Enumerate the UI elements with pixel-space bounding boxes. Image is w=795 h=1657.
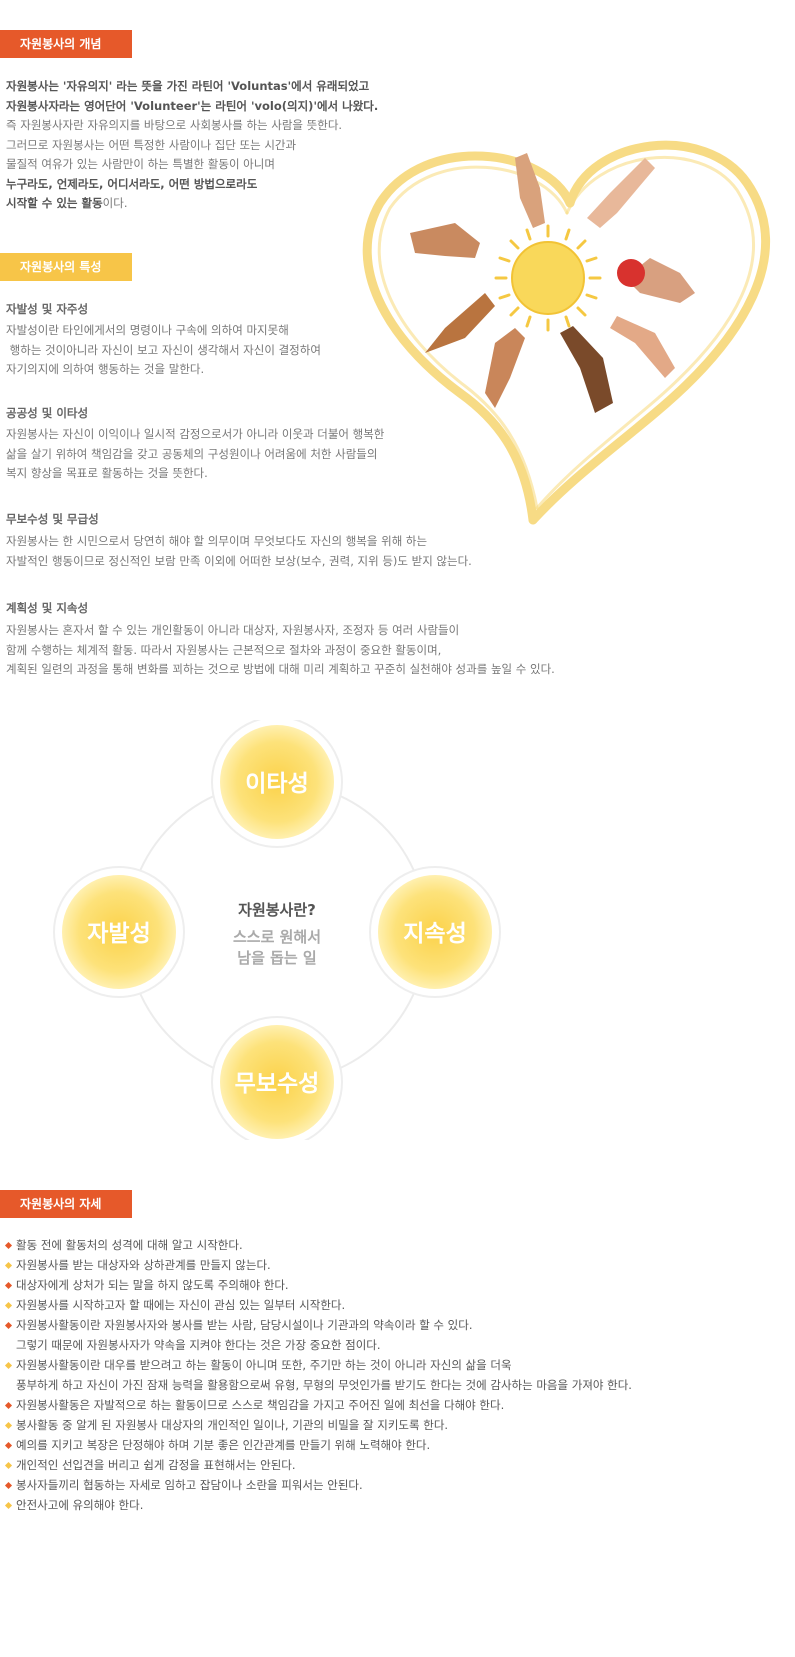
concept-line-1: 즉 자원봉사자란 자유의지를 바탕으로 사회봉사를 하는 사람을 뜻한다.	[6, 118, 343, 132]
bullet-diamond-icon	[4, 1481, 13, 1490]
list-item: 개인적인 선입견을 버리고 쉽게 감정을 표현해서는 안된다.	[4, 1455, 632, 1475]
list-item-text: 대상자에게 상처가 되는 말을 하지 않도록 주의해야 한다.	[16, 1278, 289, 1292]
concept-line-bold-2: 자원봉사자라는 영어단어 'Volunteer'는 라틴어 'volo(의지)'…	[6, 98, 379, 113]
list-item-text: 자원봉사를 받는 대상자와 상하관계를 만들지 않는다.	[16, 1258, 271, 1272]
diagram-center-title: 자원봉사란?	[238, 901, 316, 919]
list-item: 봉사자들끼리 협동하는 자세로 임하고 잡담이나 소란을 피워서는 안된다.	[4, 1475, 632, 1495]
bullet-diamond-icon	[4, 1241, 13, 1250]
section-tag-attitude: 자원봉사의 자세	[0, 1190, 132, 1218]
trait-text-3: 자원봉사는 한 시민으로서 당연히 해야 할 의무이며 무엇보다도 자신의 행복…	[6, 532, 472, 571]
trait-text-4: 자원봉사는 혼자서 할 수 있는 개인활동이 아니라 대상자, 자원봉사자, 조…	[6, 621, 555, 680]
list-item-text: 자원봉사활동이란 대우를 받으려고 하는 활동이 아니며 또한, 주기만 하는 …	[16, 1358, 512, 1372]
node-bottom-label: 무보수성	[235, 1071, 320, 1097]
list-item-text: 자원봉사활동은 자발적으로 하는 활동이므로 스스로 책임감을 가지고 주어진 …	[16, 1398, 505, 1412]
list-item-text: 예의를 지키고 복장은 단정해야 하며 기분 좋은 인간관계를 만들기 위해 노…	[16, 1438, 431, 1452]
section-tag-traits: 자원봉사의 특성	[0, 253, 132, 281]
trait-2-line-1: 자원봉사는 자신이 이익이나 일시적 감정으로서가 아니라 이웃과 더불어 행복…	[6, 427, 385, 441]
trait-1-line-1: 자발성이란 타인에게서의 명령이나 구속에 의하여 마지못해	[6, 323, 289, 337]
trait-1-line-3: 자기의지에 의하여 행동하는 것을 말한다.	[6, 362, 205, 376]
list-item: 자원봉사를 시작하고자 할 때에는 자신이 관심 있는 일부터 시작한다.	[4, 1295, 632, 1315]
bullet-diamond-icon	[4, 1501, 13, 1510]
list-item-text: 자원봉사활동이란 자원봉사자와 봉사를 받는 사람, 담당시설이나 기관과의 약…	[16, 1318, 473, 1332]
trait-4-line-3: 계획된 일련의 과정을 통해 변화를 꾀하는 것으로 방법에 대해 미리 계획하…	[6, 662, 555, 676]
concept-line-3: 물질적 여유가 있는 사람만이 하는 특별한 활동이 아니며	[6, 157, 275, 171]
list-item-text: 개인적인 선입견을 버리고 쉽게 감정을 표현해서는 안된다.	[16, 1458, 296, 1472]
concept-last-tail: 이다.	[102, 196, 128, 210]
sun-icon	[494, 224, 602, 332]
hand-icon	[410, 153, 695, 413]
node-left: 자발성	[53, 866, 185, 998]
trait-2-line-2: 삶을 살기 위하여 책임감을 갖고 공동체의 구성원이나 어려움에 처한 사람들…	[6, 446, 378, 461]
trait-4-line-2: 함께 수행하는 체계적 활동. 따라서 자원봉사는 근본적으로 절차와 과정이 …	[6, 642, 442, 657]
node-right-label: 지속성	[403, 921, 466, 947]
bullet-diamond-icon	[4, 1441, 13, 1450]
concept-text: 자원봉사는 '자유의지' 라는 뜻을 가진 라틴어 'Voluntas'에서 유…	[6, 77, 378, 214]
bullet-diamond-icon	[4, 1281, 13, 1290]
trait-text-2: 자원봉사는 자신이 이익이나 일시적 감정으로서가 아니라 이웃과 더불어 행복…	[6, 425, 384, 484]
node-top-label: 이타성	[245, 771, 308, 797]
attitude-list: 활동 전에 활동처의 성격에 대해 알고 시작한다. 자원봉사를 받는 대상자와 …	[4, 1235, 632, 1515]
trait-3-line-1: 자원봉사는 한 시민으로서 당연히 해야 할 의무이며 무엇보다도 자신의 행복…	[6, 534, 428, 548]
list-item-text: 봉사자들끼리 협동하는 자세로 임하고 잡담이나 소란을 피워서는 안된다.	[16, 1478, 363, 1492]
list-item-continuation: 그렇기 때문에 자원봉사자가 약속을 지켜야 한다는 것은 가장 중요한 점이다…	[16, 1338, 381, 1352]
list-item: 자원봉사활동이란 대우를 받으려고 하는 활동이 아니며 또한, 주기만 하는 …	[4, 1355, 632, 1375]
trait-3-line-2: 자발적인 행동이므로 정신적인 보람 만족 이외에 어떠한 보상(보수, 권력,…	[6, 553, 472, 568]
list-item: 봉사활동 중 알게 된 자원봉사 대상자의 개인적인 일이나, 기관의 비밀을 …	[4, 1415, 632, 1435]
list-item: 예의를 지키고 복장은 단정해야 하며 기분 좋은 인간관계를 만들기 위해 노…	[4, 1435, 632, 1455]
list-item-text: 자원봉사를 시작하고자 할 때에는 자신이 관심 있는 일부터 시작한다.	[16, 1298, 346, 1312]
list-item: 자원봉사를 받는 대상자와 상하관계를 만들지 않는다.	[4, 1255, 632, 1275]
trait-1-line-2: 행하는 것이아니라 자신이 보고 자신이 생각해서 자신이 결정하여	[6, 342, 321, 357]
node-right: 지속성	[369, 866, 501, 998]
bullet-diamond-icon	[4, 1261, 13, 1270]
list-item: 자원봉사활동이란 자원봉사자와 봉사를 받는 사람, 담당시설이나 기관과의 약…	[4, 1315, 632, 1335]
trait-text-1: 자발성이란 타인에게서의 명령이나 구속에 의하여 마지못해 행하는 것이아니라…	[6, 321, 321, 380]
trait-title-2: 공공성 및 이타성	[6, 406, 89, 420]
list-item-text: 활동 전에 활동처의 성격에 대해 알고 시작한다.	[16, 1238, 243, 1252]
trait-title-4: 계획성 및 지속성	[6, 601, 89, 615]
bullet-diamond-icon	[4, 1421, 13, 1430]
trait-2-line-3: 복지 향상을 목표로 활동하는 것을 뜻한다.	[6, 466, 208, 480]
trait-title-1: 자발성 및 자주성	[6, 302, 89, 316]
node-top: 이타성	[211, 720, 343, 848]
concept-line-2: 그러므로 자원봉사는 어떤 특정한 사람이나 집단 또는 시간과	[6, 137, 297, 152]
trait-4-line-1: 자원봉사는 혼자서 할 수 있는 개인활동이 아니라 대상자, 자원봉사자, 조…	[6, 623, 460, 637]
node-left-label: 자발성	[87, 921, 150, 947]
volunteer-heart-illustration	[362, 140, 771, 525]
bullet-diamond-icon	[4, 1301, 13, 1310]
list-item: 안전사고에 유의해야 한다.	[4, 1495, 632, 1515]
list-item: 대상자에게 상처가 되는 말을 하지 않도록 주의해야 한다.	[4, 1275, 632, 1295]
bullet-diamond-icon	[4, 1361, 13, 1370]
concept-line-bold-1: 자원봉사는 '자유의지' 라는 뜻을 가진 라틴어 'Voluntas'에서 유…	[6, 79, 370, 93]
diagram-center-line1: 스스로 원해서	[233, 928, 321, 946]
diagram-center-line2: 남을 돕는 일	[237, 949, 316, 967]
concept-line-bold-3: 누구라도, 언제라도, 어디서라도, 어떤 방법으로라도	[6, 176, 258, 191]
list-item-continuation: 풍부하게 하고 자신이 가진 잠재 능력을 활용함으로써 유형, 무형의 무엇인…	[16, 1378, 632, 1392]
trait-title-3: 무보수성 및 무급성	[6, 512, 99, 526]
bullet-diamond-icon	[4, 1401, 13, 1410]
section-tag-concept: 자원봉사의 개념	[0, 30, 132, 58]
volunteer-traits-diagram: 이타성 자발성 지속성 무보수성 자원봉사란? 스스로 원해서 남을 돕는 일	[53, 720, 501, 1140]
list-item: 활동 전에 활동처의 성격에 대해 알고 시작한다.	[4, 1235, 632, 1255]
concept-last-bold: 시작할 수 있는 활동	[6, 196, 103, 210]
bullet-diamond-icon	[4, 1321, 13, 1330]
list-item-text: 봉사활동 중 알게 된 자원봉사 대상자의 개인적인 일이나, 기관의 비밀을 …	[16, 1418, 449, 1432]
bullet-diamond-icon	[4, 1461, 13, 1470]
list-item-text: 안전사고에 유의해야 한다.	[16, 1498, 144, 1512]
node-bottom: 무보수성	[211, 1016, 343, 1140]
list-item: 자원봉사활동은 자발적으로 하는 활동이므로 스스로 책임감을 가지고 주어진 …	[4, 1395, 632, 1415]
